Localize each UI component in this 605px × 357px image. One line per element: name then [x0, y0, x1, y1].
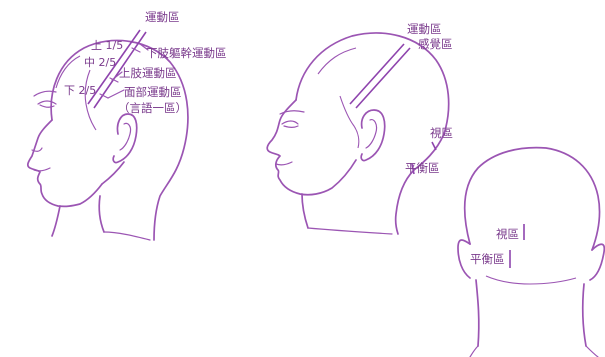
front-label-speech-one: （言語一區） — [118, 101, 187, 115]
back-neck-right — [583, 284, 586, 346]
side-vision-mark — [432, 142, 436, 150]
front-label-upper-limb-motor: 上肢運動區 — [119, 66, 177, 80]
front-label-upper-fifth: 上 1/5 — [91, 39, 123, 52]
side-ear-inner — [366, 120, 377, 148]
side-label-balance-area: 平衡區 — [405, 161, 440, 175]
side-motor-band — [350, 44, 404, 104]
back-head-outline — [465, 148, 600, 250]
front-leader-face — [108, 90, 124, 98]
back-right-ear — [590, 244, 604, 280]
side-head-figure: 運動區 感覺區 視區 平衡區 — [267, 22, 453, 234]
back-hairline — [486, 276, 576, 284]
back-label-balance-area: 平衡區 — [470, 252, 505, 266]
front-label-middle-two-fifths: 中 2/5 — [84, 56, 116, 69]
front-shoulder — [104, 232, 150, 240]
side-sensory-band — [356, 48, 410, 108]
front-ear — [113, 114, 137, 163]
side-head-outline — [296, 33, 449, 234]
back-left-ear — [458, 240, 470, 278]
front-label-face-motor: 面部運動區 — [124, 85, 182, 99]
back-head-figure: 視區 平衡區 — [458, 148, 604, 357]
side-shoulder — [308, 228, 392, 234]
front-label-lower-limb-trunk: 下肢軀幹運動區 — [146, 46, 227, 60]
side-hairline — [318, 48, 359, 148]
front-neck-front — [52, 206, 60, 236]
front-label-motor-area: 運動區 — [145, 10, 180, 24]
front-neck-back — [99, 196, 104, 232]
front-face-profile — [28, 120, 102, 206]
side-neck-front — [302, 194, 308, 228]
front-eye — [38, 101, 56, 107]
front-label-lower-two-fifths: 下 2/5 — [64, 84, 96, 97]
front-ear-inner — [120, 123, 131, 150]
side-label-motor-area: 運動區 — [407, 22, 442, 36]
back-shoulders — [470, 346, 598, 357]
front-head-figure: 運動區 上 1/5 下肢軀幹運動區 中 2/5 上肢運動區 下 2/5 面部運動… — [28, 10, 227, 240]
back-neck-left — [476, 280, 479, 346]
side-label-vision-area: 視區 — [430, 126, 453, 140]
front-jaw-neck — [102, 162, 124, 184]
side-eye — [282, 121, 298, 128]
side-label-sensory-area: 感覺區 — [418, 37, 453, 51]
side-ear — [361, 110, 384, 161]
back-label-vision-area: 視區 — [496, 227, 519, 241]
side-lips — [276, 162, 292, 165]
